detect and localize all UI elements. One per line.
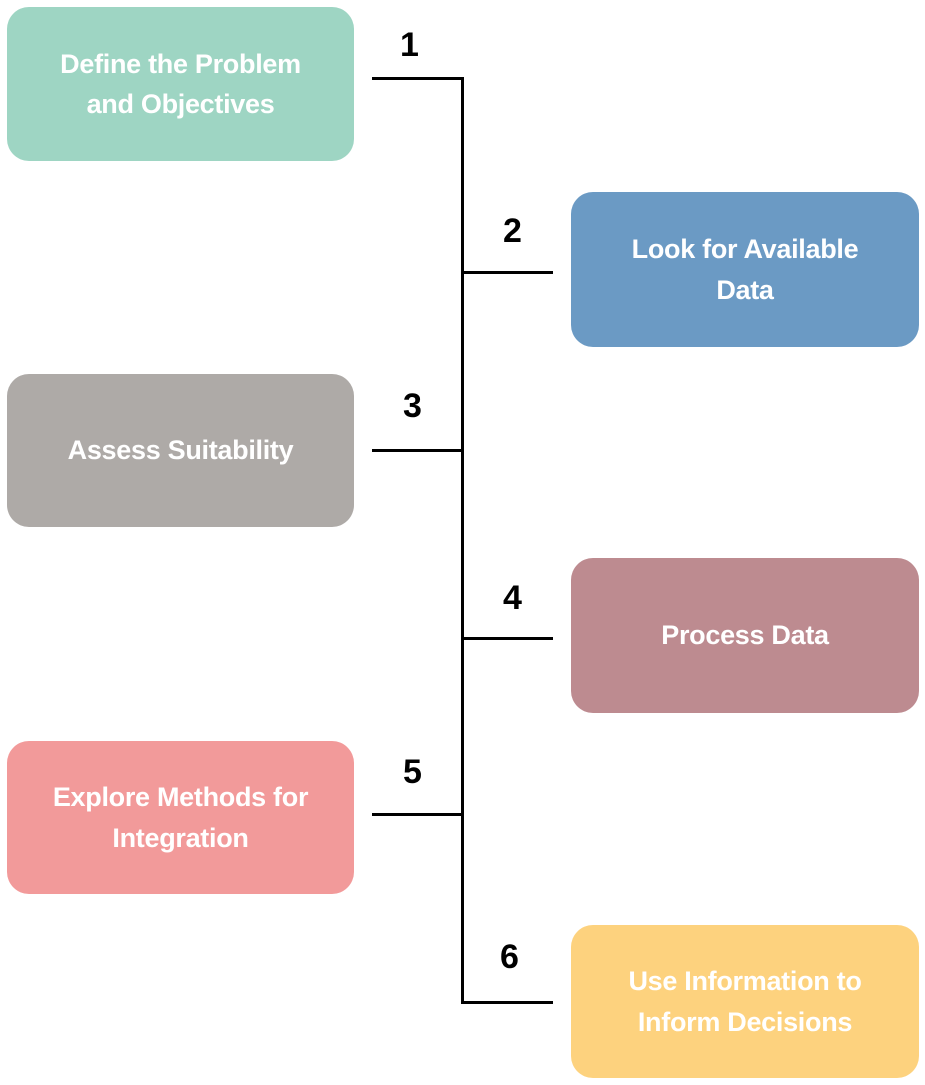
step-1-box: Define the Problem and Objectives bbox=[7, 7, 354, 161]
step-3-connector bbox=[372, 449, 464, 452]
step-5-number: 5 bbox=[403, 753, 422, 791]
step-2-connector bbox=[461, 271, 553, 274]
step-1-number: 1 bbox=[400, 26, 419, 64]
step-3-label: Assess Suitability bbox=[67, 435, 294, 466]
step-4-connector bbox=[461, 637, 553, 640]
step-2-label: Look for Available Data bbox=[631, 234, 859, 305]
step-1-connector bbox=[372, 77, 464, 80]
step-1-label: Define the Problem and Objectives bbox=[60, 48, 301, 120]
step-3-number: 3 bbox=[403, 387, 422, 425]
step-5-connector bbox=[372, 813, 464, 816]
step-4-label: Process Data bbox=[661, 620, 829, 651]
step-5-label: Explore Methods for Integration bbox=[52, 782, 309, 853]
step-2-box: Look for Available Data bbox=[571, 192, 919, 347]
step-6-label: Use Information to Inform Decisions bbox=[628, 966, 862, 1037]
step-6-number: 6 bbox=[500, 938, 519, 976]
step-2-number: 2 bbox=[503, 212, 522, 250]
step-4-number: 4 bbox=[503, 579, 522, 617]
step-3-box: Assess Suitability bbox=[7, 374, 354, 527]
step-5-box: Explore Methods for Integration bbox=[7, 741, 354, 894]
step-4-box: Process Data bbox=[571, 558, 919, 713]
step-6-connector bbox=[461, 1001, 553, 1004]
step-6-box: Use Information to Inform Decisions bbox=[571, 925, 919, 1078]
timeline-spine bbox=[461, 77, 464, 1004]
